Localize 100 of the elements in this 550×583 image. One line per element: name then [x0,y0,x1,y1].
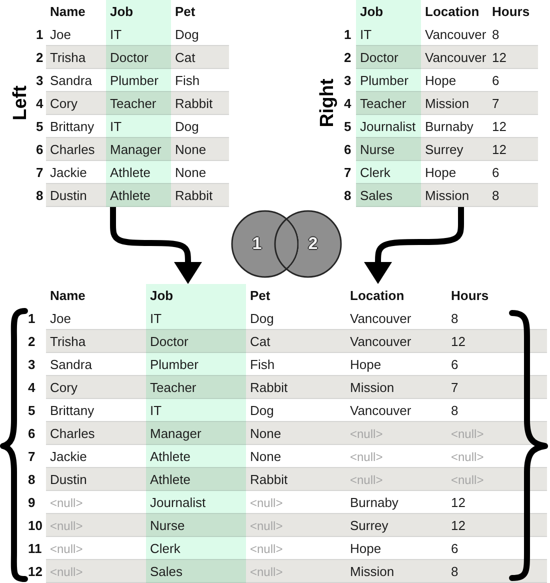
row-number: 3 [36,72,44,88]
table-entry: Surrey [425,142,464,158]
null-value: <null> [250,494,283,510]
table-entry: Burnaby [350,494,398,510]
table-entry: Cat [175,50,196,66]
column-header: Hours [451,288,489,304]
row-number: 9 [28,494,36,510]
table-entry: Rabbit [250,472,288,488]
table-entry: Doctor [150,334,188,350]
venn-circle [274,210,342,278]
null-value: <null> [451,426,484,442]
column-header: Job [110,4,134,20]
table-entry: 12 [492,142,506,158]
table-entry: Athlete [150,448,190,464]
table-entry: 7 [492,96,500,112]
null-value: <null> [250,518,283,534]
table-entry: Mission [350,380,394,396]
null-value: <null> [350,472,383,488]
table-entry: None [250,426,282,442]
table-entry: Doctor [110,50,148,66]
table-entry: Sales [360,188,393,204]
row-number: 11 [28,540,42,556]
table-entry: Teacher [110,96,156,112]
table-entry: Mission [425,188,470,204]
table-entry: IT [150,310,162,326]
column-header: Hours [492,4,530,20]
table-entry: Hope [350,356,382,372]
table-entry: IT [150,402,162,418]
table-entry: Rabbit [250,380,288,396]
table-entry: Fish [175,72,200,88]
row-number: 5 [36,118,44,134]
row-number: 2 [344,50,352,66]
null-value: <null> [50,564,83,580]
table-entry: 8 [451,564,458,580]
row-number: 3 [344,72,352,88]
table-entry: 8 [451,310,458,326]
null-value: <null> [50,540,83,556]
table-entry: IT [110,118,122,134]
table-entry: Vancouver [350,402,412,418]
row-number: 8 [344,188,352,204]
table-entry: Teacher [150,380,196,396]
table-entry: Mission [425,96,470,112]
table-entry: Dog [250,402,274,418]
null-value: <null> [250,540,283,556]
table-entry: 6 [451,540,458,556]
table-label: Right [318,78,338,128]
table-entry: IT [360,26,372,42]
table-entry: 12 [492,50,506,66]
table-entry: Jackie [50,164,87,180]
table-entry: Dog [175,26,199,42]
column-header: Job [150,288,174,304]
table-entry: Trisha [50,334,86,350]
row-number: 2 [28,334,36,350]
table-entry: Dustin [50,188,87,204]
row-number: 1 [36,26,44,42]
column-header: Pet [175,4,196,20]
row-number: 4 [36,96,44,112]
table-entry: Clerk [150,540,180,556]
table-entry: Hope [350,540,382,556]
table-entry: Jackie [50,448,87,464]
column-header: Job [360,4,384,20]
row-number: 8 [28,472,36,488]
table-entry: 12 [451,518,466,534]
table-entry: Dog [250,310,274,326]
table-entry: 8 [492,188,500,204]
column-header: Pet [250,288,270,304]
row-number: 6 [36,142,44,158]
table-entry: Sales [150,564,183,580]
table-entry: Clerk [360,164,390,180]
table-entry: Cat [250,334,270,350]
table-entry: Sandra [50,356,92,372]
table-entry: None [250,448,282,464]
null-value: <null> [350,426,383,442]
table-entry: Vancouver [425,50,486,66]
table-entry: Nurse [150,518,185,534]
table-entry: None [175,164,206,180]
table-entry: 7 [451,380,458,396]
row-number: 8 [36,188,44,204]
table-entry: 8 [451,402,458,418]
table-entry: IT [110,26,122,42]
table-entry: Journalist [360,118,416,134]
table-entry: Doctor [360,50,398,66]
table-entry: Burnaby [425,118,474,134]
null-value: <null> [250,564,283,580]
table-entry: Dustin [50,472,87,488]
table-entry: Trisha [50,50,86,66]
table-entry: Manager [150,426,202,442]
table-entry: Athlete [110,188,150,204]
table-entry: Plumber [150,356,198,372]
row-number: 4 [28,380,36,396]
table-entry: Cory [50,380,78,396]
table-entry: Fish [250,356,275,372]
table-entry: Brittany [50,402,94,418]
row-number: 1 [28,310,36,326]
column-header: Location [350,288,404,304]
curved-arrow [110,207,202,284]
row-number: 7 [28,448,36,464]
table-entry: Surrey [350,518,388,534]
table-entry: Manager [110,142,162,158]
row-number: 2 [36,50,44,66]
